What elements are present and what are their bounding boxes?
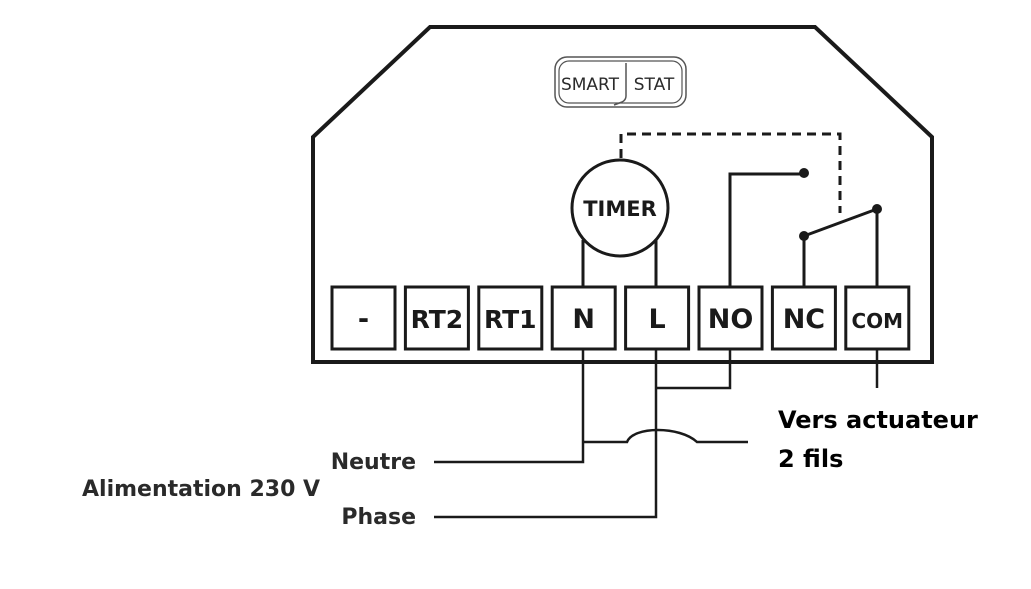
actuator-label-line1: Vers actuateur <box>778 406 978 434</box>
terminal-rt2 <box>403 285 470 351</box>
l-to-no-jumper <box>656 349 732 390</box>
neutral-label: Neutre <box>331 450 416 475</box>
terminal-no-label: NO <box>708 304 754 335</box>
supply-label: Alimentation 230 V <box>82 477 320 502</box>
logo-text-left: SMART <box>561 75 620 95</box>
actuator-wire-neutral <box>583 428 748 444</box>
timer-label: TIMER <box>583 197 657 221</box>
terminal-block: - RT2 RT1 N L NO NC COM <box>330 285 911 351</box>
terminal-rt1 <box>477 285 544 351</box>
terminal-rt1-label: RT1 <box>484 305 537 334</box>
neutral-wire <box>434 349 585 464</box>
terminal-rt2-label: RT2 <box>411 305 464 334</box>
terminal-minus-label: - <box>358 304 369 335</box>
terminal-n <box>550 285 617 351</box>
actuator-label-line2: 2 fils <box>778 445 843 473</box>
timer-icon: TIMER <box>570 158 670 258</box>
terminal-nc-label: NC <box>783 304 825 335</box>
relay-switch-arm <box>803 207 878 238</box>
terminal-com <box>844 285 911 351</box>
logo-text-right: STAT <box>634 75 675 95</box>
terminal-no <box>697 285 764 351</box>
terminal-l-label: L <box>648 304 665 335</box>
terminal-l <box>624 285 691 351</box>
no-contact-point <box>799 168 809 178</box>
terminal-com-label: COM <box>852 309 904 333</box>
no-contact-wire <box>728 172 804 287</box>
terminal-minus <box>330 285 397 351</box>
terminal-n-label: N <box>572 304 595 335</box>
terminal-nc <box>770 285 837 351</box>
phase-wire <box>434 349 658 519</box>
smartstat-logo: SMART STAT <box>554 56 687 108</box>
phase-label: Phase <box>341 505 416 530</box>
